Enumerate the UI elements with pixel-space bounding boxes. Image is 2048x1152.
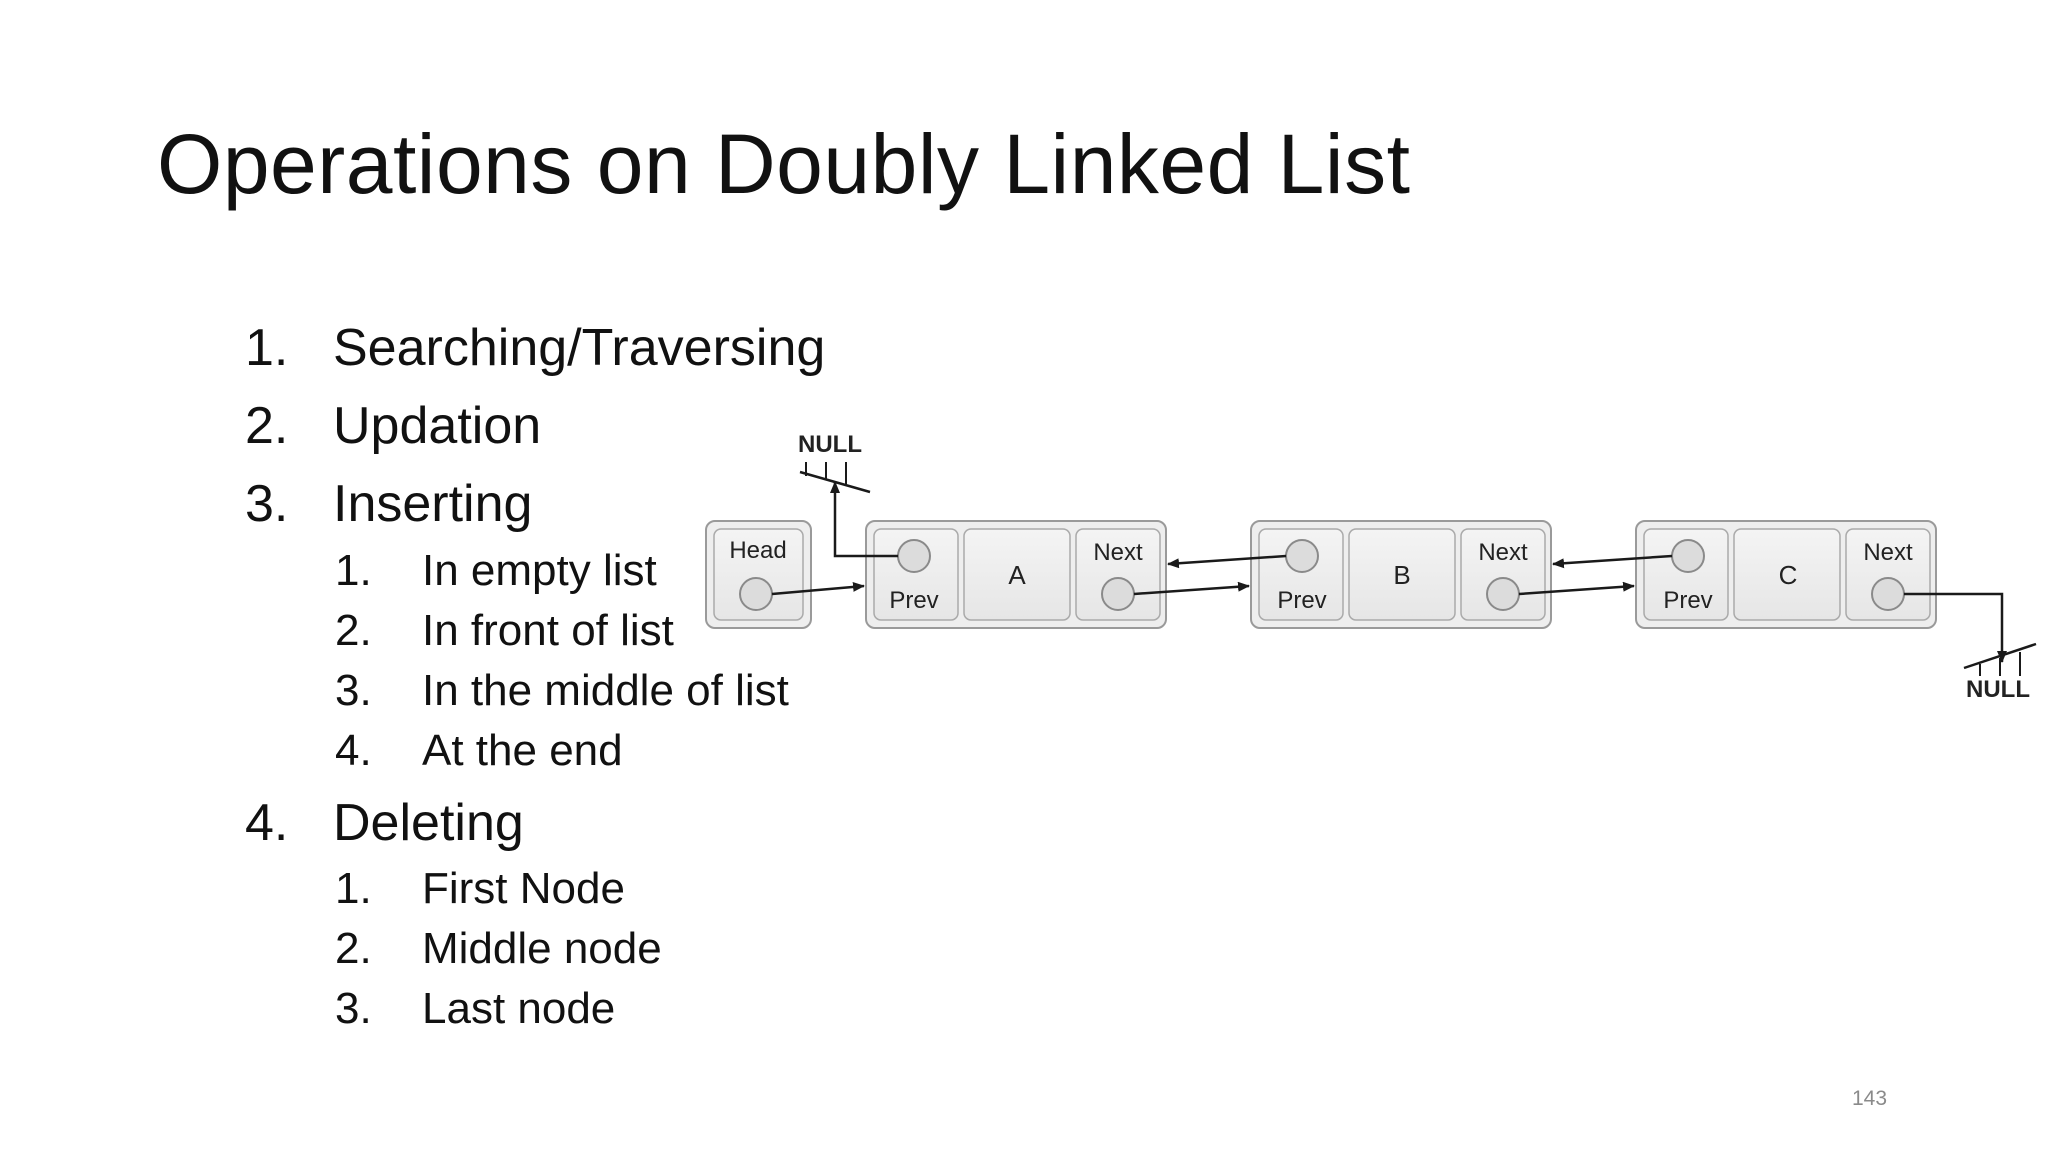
- node-c-prev-label: Prev: [1663, 587, 1712, 614]
- null-bottom-marker: NULL: [1963, 642, 2037, 703]
- arrow-a-prev-to-null: [830, 481, 898, 558]
- node-c: Prev C Next: [1635, 520, 1937, 629]
- node-b-next-circle: [1486, 577, 1520, 611]
- list-item-number: 2.: [245, 397, 289, 455]
- arrow-c-prev-to-b: [1552, 554, 1673, 569]
- node-c-prev-circle: [1671, 539, 1705, 573]
- null-top-label: NULL: [798, 431, 862, 458]
- list-item-number: 1.: [245, 319, 289, 377]
- sublist-item-number: 1.: [335, 546, 372, 595]
- sublist-item-text: In the middle of list: [422, 666, 789, 715]
- node-a: Prev A Next: [865, 520, 1167, 629]
- sublist-item-number: 2.: [335, 924, 372, 973]
- sublist-item-number: 4.: [335, 726, 372, 775]
- null-bottom-label: NULL: [1966, 676, 2030, 703]
- list-item-number: 4.: [245, 794, 289, 852]
- sublist-item-text: In empty list: [422, 546, 657, 595]
- head-pointer: Head: [705, 520, 812, 629]
- node-c-next-circle: [1871, 577, 1905, 611]
- sublist-item-number: 1.: [335, 864, 372, 913]
- node-b-prev-label: Prev: [1277, 587, 1326, 614]
- node-c-data: C: [1779, 560, 1798, 590]
- list-item-text: Updation: [333, 397, 542, 455]
- sublist-item-text: First Node: [422, 864, 625, 913]
- list-item-number: 3.: [245, 475, 289, 533]
- sublist-item-number: 3.: [335, 666, 372, 715]
- sublist-item-text: In front of list: [422, 606, 674, 655]
- arrow-a-next-to-b: [1133, 581, 1250, 596]
- node-b-data: B: [1393, 560, 1410, 590]
- arrow-c-next-to-null: [1904, 592, 2007, 663]
- doubly-linked-list-diagram: NULL Head Prev A Next Prev B Next: [705, 431, 2037, 703]
- arrow-head-to-a: [771, 581, 865, 596]
- node-a-prev-label: Prev: [889, 587, 938, 614]
- node-b: Prev B Next: [1250, 520, 1552, 629]
- arrow-b-next-to-c: [1518, 581, 1635, 596]
- page-number: 143: [1852, 1087, 1888, 1110]
- list-item-text: Deleting: [333, 794, 524, 852]
- sublist-item-number: 2.: [335, 606, 372, 655]
- list-item-text: Searching/Traversing: [333, 319, 826, 377]
- list-item-text: Inserting: [333, 475, 533, 533]
- node-a-prev-circle: [897, 539, 931, 573]
- node-c-next-label: Next: [1863, 539, 1913, 566]
- arrow-b-prev-to-a: [1167, 554, 1287, 569]
- pointer-arrows: [771, 481, 2007, 663]
- node-a-data: A: [1008, 560, 1026, 590]
- node-a-next-circle: [1101, 577, 1135, 611]
- node-b-next-label: Next: [1478, 539, 1528, 566]
- node-a-next-label: Next: [1093, 539, 1143, 566]
- sublist-item-text: Last node: [422, 984, 616, 1033]
- sublist-item-text: Middle node: [422, 924, 662, 973]
- sublist-item-text: At the end: [422, 726, 623, 775]
- head-pointer-circle: [739, 577, 773, 611]
- head-label: Head: [729, 537, 786, 564]
- node-b-prev-circle: [1285, 539, 1319, 573]
- slide-title: Operations on Doubly Linked List: [157, 117, 1411, 211]
- sublist-item-number: 3.: [335, 984, 372, 1033]
